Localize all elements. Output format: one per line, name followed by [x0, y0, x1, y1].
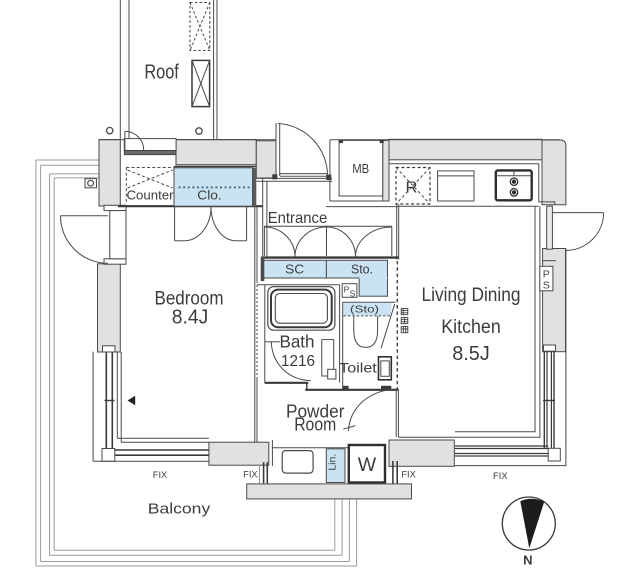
- svg-text:Bath: Bath: [280, 332, 315, 352]
- svg-text:1216: 1216: [281, 353, 315, 370]
- svg-text:Bedroom: Bedroom: [155, 288, 224, 310]
- svg-text:Toilet: Toilet: [339, 360, 377, 376]
- svg-text:Entrance: Entrance: [268, 210, 328, 227]
- svg-text:Balcony: Balcony: [148, 501, 211, 518]
- svg-text:FIX: FIX: [493, 471, 508, 482]
- svg-text:P: P: [344, 285, 350, 295]
- svg-text:FIX: FIX: [153, 470, 168, 481]
- svg-text:8.4J: 8.4J: [172, 307, 209, 329]
- svg-text:Kitchen: Kitchen: [441, 316, 501, 338]
- svg-text:S: S: [350, 289, 356, 299]
- svg-text:Room: Room: [294, 415, 336, 435]
- svg-text:MB: MB: [352, 161, 369, 176]
- svg-text:SC: SC: [285, 262, 304, 277]
- svg-text:W: W: [358, 454, 377, 476]
- svg-text:Powder: Powder: [286, 402, 345, 422]
- svg-text:R: R: [406, 180, 418, 197]
- svg-text:Lin.: Lin.: [327, 454, 339, 471]
- svg-text:Living Dining: Living Dining: [422, 284, 521, 306]
- svg-text:FIX: FIX: [401, 470, 416, 481]
- svg-text:FIX: FIX: [243, 470, 258, 481]
- svg-text:Roof: Roof: [144, 62, 179, 84]
- svg-text:S: S: [543, 280, 550, 292]
- svg-text:Counter: Counter: [127, 188, 175, 203]
- svg-text:N: N: [523, 553, 532, 568]
- svg-text:8.5J: 8.5J: [452, 343, 490, 365]
- svg-text:Sto.: Sto.: [351, 262, 373, 277]
- svg-text:(Sto): (Sto): [350, 305, 379, 316]
- svg-text:P: P: [543, 269, 550, 281]
- svg-text:Clo.: Clo.: [197, 188, 222, 203]
